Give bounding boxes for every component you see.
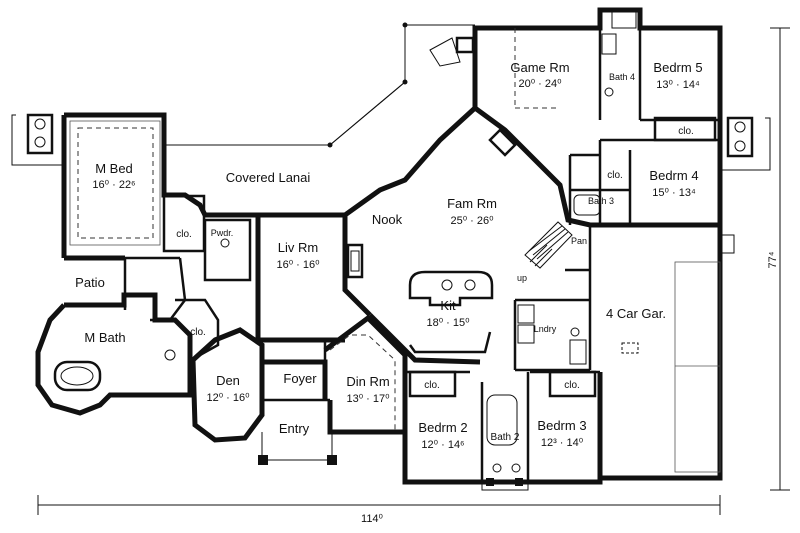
room-name-bedroom2: Bedrm 2	[418, 420, 467, 435]
room-name-bedroom5: Bedrm 5	[653, 60, 702, 75]
family-east-walls	[473, 105, 720, 228]
room-dims-game-room: 20⁰ · 24⁰	[518, 78, 562, 90]
room-name-master-bed: M Bed	[95, 161, 133, 176]
room-dims-den: 12⁰ · 16⁰	[206, 392, 250, 404]
room-name-powder: Pwdr.	[211, 228, 234, 238]
room-name-covered-lanai: Covered Lanai	[226, 170, 311, 185]
dimension-lines: 114⁰ 77⁴	[37, 27, 790, 525]
overall-depth-label: 77⁴	[767, 251, 779, 268]
closet-label-master-bath: clo.	[190, 327, 206, 338]
room-name-living-room: Liv Rm	[278, 240, 318, 255]
room-dims-master-bed: 16⁰ · 22⁶	[92, 179, 135, 191]
master-bed-walls	[64, 112, 208, 217]
room-name-dining-room: Din Rm	[346, 374, 389, 389]
closet-label-bedroom3: clo.	[564, 380, 580, 391]
room-name-bedroom3: Bedrm 3	[537, 418, 586, 433]
closet-label-bedroom5: clo.	[678, 126, 694, 137]
closet-label-master: clo.	[176, 229, 192, 240]
room-name-game-room: Game Rm	[510, 60, 569, 75]
room-name-laundry: Lndry	[534, 324, 557, 334]
bedroom-wing-walls	[472, 7, 723, 230]
room-dims-bedroom3: 12³ · 14⁰	[541, 437, 584, 449]
garage-walls	[600, 230, 723, 481]
master-bath-octagon	[35, 303, 180, 416]
bedroom2-walls	[402, 368, 482, 485]
room-name-garage: 4 Car Gar.	[606, 306, 666, 321]
room-dims-living-room: 16⁰ · 16⁰	[276, 259, 320, 271]
stair: up	[517, 221, 573, 283]
room-name-pantry: Pan	[571, 236, 587, 246]
closet-label-bedroom4: clo.	[607, 170, 623, 181]
kitchen-island	[408, 270, 494, 354]
nook-walls	[342, 106, 477, 317]
lanai-outline	[164, 22, 475, 148]
interior-walls	[123, 28, 720, 482]
room-name-master-bath: M Bath	[84, 330, 125, 345]
room-name-bedroom4: Bedrm 4	[649, 168, 698, 183]
kitchen-south-wall	[368, 313, 481, 365]
room-name-kitchen: Kit	[440, 298, 456, 313]
room-name-bath3: Bath 3	[588, 196, 614, 206]
room-name-den: Den	[216, 373, 240, 388]
room-dims-dining-room: 13⁰ · 17⁰	[346, 393, 390, 405]
room-dims-family-room: 25⁰ · 26⁰	[450, 215, 494, 227]
room-name-nook: Nook	[372, 212, 403, 227]
room-name-bath4: Bath 4	[609, 72, 635, 82]
room-name-patio: Patio	[75, 275, 105, 290]
room-dims-bedroom4: 15⁰ · 13⁴	[652, 187, 696, 199]
overall-width-label: 114⁰	[361, 513, 384, 525]
room-name-foyer: Foyer	[283, 371, 317, 386]
room-dims-kitchen: 18⁰ · 15⁰	[426, 317, 470, 329]
stair-label: up	[517, 273, 527, 283]
room-dims-bedroom5: 13⁰ · 14⁴	[656, 79, 700, 91]
den-octagon	[190, 327, 265, 443]
ceiling-lines	[69, 28, 721, 473]
master-bath-walls	[64, 292, 193, 398]
room-name-entry: Entry	[279, 421, 310, 436]
exterior-walls	[35, 7, 723, 485]
room-labels: M Bed 16⁰ · 22⁶ Covered Lanai Game Rm 20…	[75, 60, 702, 451]
room-dims-bedroom2: 12⁰ · 14⁶	[421, 439, 464, 451]
closet-labels: clo. clo. clo. clo. clo. clo.	[176, 126, 694, 391]
fixtures	[11, 11, 771, 491]
room-name-family-room: Fam Rm	[447, 196, 497, 211]
closet-label-bedroom2: clo.	[424, 380, 440, 391]
room-name-bath2: Bath 2	[491, 432, 520, 443]
